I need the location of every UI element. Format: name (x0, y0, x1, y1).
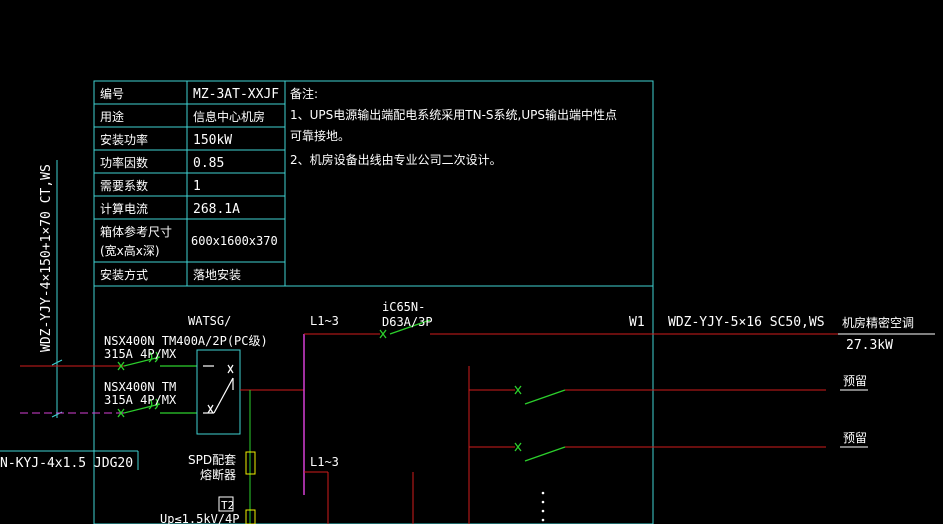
feeder-load-power: 27.3kW (846, 338, 893, 353)
row-value-number: MZ-3AT-XXJF (193, 87, 279, 102)
row-label-number: 编号 (100, 86, 124, 101)
row-label-purpose: 用途 (100, 109, 124, 124)
row-value-power-factor: 0.85 (193, 156, 224, 171)
busbar: L1~3 L1~3 (303, 314, 339, 495)
dotted-continuation (541, 491, 545, 522)
feeder-breaker-line-1: iC65N- (382, 300, 425, 314)
breaker-b (117, 398, 197, 418)
notes-title: 备注: (290, 86, 318, 101)
incoming-cable-label: WDZ-YJY-4×150+1×70 CT,WS (39, 164, 54, 352)
lower-branches (304, 366, 470, 524)
panel-table (93, 80, 654, 524)
spd-up-label: Up≤1.5kV/4P (160, 512, 239, 524)
spare-label-2: 预留 (843, 431, 867, 445)
row-value-install-method: 落地安装 (193, 267, 241, 282)
control-cable: N-KYJ-4x1.5 JDG20 (0, 450, 139, 471)
bus-label-bottom: L1~3 (310, 455, 339, 469)
row-label-box-size-unit: (宽x高x深) (100, 243, 160, 258)
feeder-cable-label: WDZ-YJY-5×16 SC50,WS (668, 315, 825, 330)
ats-line-2: NSX400N TM400A/2P(PC级) (104, 334, 268, 348)
row-label-demand-factor: 需要系数 (100, 178, 148, 193)
spare-label-1: 预留 (843, 374, 867, 388)
feeder-breaker-line-2: D63A/3P (382, 315, 433, 329)
notes-line-1: 1、UPS电源输出端配电系统采用TN-S系统,UPS输出端中性点 (290, 107, 617, 122)
ats-switch (196, 349, 241, 435)
breaker-a (117, 351, 197, 371)
row-label-installed-power: 安装功率 (100, 132, 148, 147)
feeder-load-name: 机房精密空调 (842, 315, 914, 330)
spd-label-1: SPD配套 (188, 453, 236, 467)
row-value-calc-current: 268.1A (193, 202, 240, 217)
spare-circuit-2: 预留 (469, 431, 868, 462)
ats-line-1: WATSG/ (188, 314, 231, 328)
notes-line-2: 可靠接地。 (290, 128, 350, 143)
spd-branch: SPD配套 熔断器 T2 Up≤1.5kV/4P (160, 390, 256, 524)
row-value-purpose: 信息中心机房 (193, 109, 265, 124)
spare-circuit-1: 预留 (469, 374, 868, 405)
row-value-installed-power: 150kW (193, 133, 232, 148)
incoming-cable: WDZ-YJY-4×150+1×70 CT,WS (39, 160, 63, 418)
breaker-b-line-1: NSX400N TM (104, 380, 176, 394)
feeder-w1: iC65N- D63A/3P W1 WDZ-YJY-5×16 SC50,WS 机… (304, 300, 935, 353)
bus-label-top: L1~3 (310, 314, 339, 328)
control-cable-label: N-KYJ-4x1.5 JDG20 (0, 456, 133, 471)
feeder-circuit-label: W1 (629, 315, 645, 330)
row-label-install-method: 安装方式 (100, 267, 148, 282)
notes-line-3: 2、机房设备出线由专业公司二次设计。 (290, 152, 502, 167)
ats-line-3: 315A 4P/MX (104, 347, 177, 361)
breaker-b-line-2: 315A 4P/MX (104, 393, 177, 407)
row-value-demand-factor: 1 (193, 179, 201, 194)
row-label-calc-current: 计算电流 (100, 201, 148, 216)
row-label-power-factor: 功率因数 (100, 155, 148, 170)
row-label-box-size: 箱体参考尺寸 (100, 224, 172, 239)
incoming-lines (20, 365, 124, 414)
row-value-box-size: 600x1600x370 (191, 234, 278, 248)
spd-box-label: T2 (221, 499, 234, 512)
spd-label-2: 熔断器 (200, 467, 236, 482)
